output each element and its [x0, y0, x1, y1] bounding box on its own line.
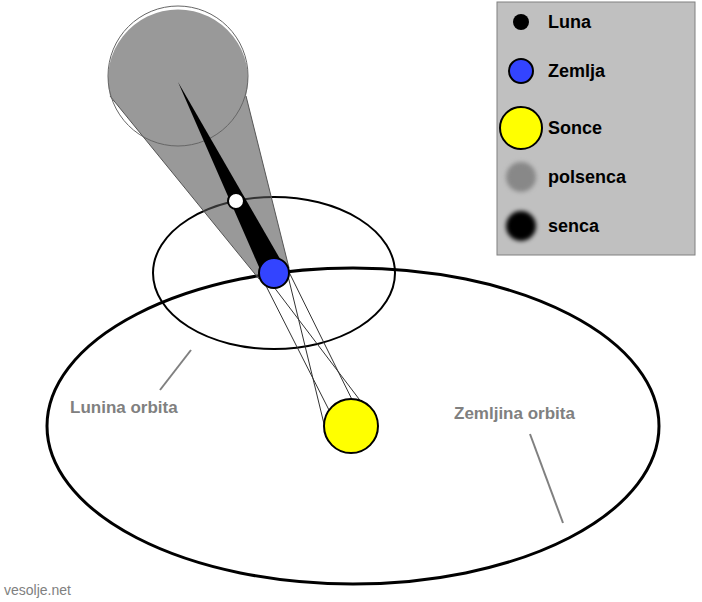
legend-text: Zemlja: [548, 61, 605, 82]
moon: [228, 193, 244, 209]
legend-swatch: [499, 106, 543, 150]
orbit-label: Zemljina orbita: [454, 404, 575, 424]
leader-line: [160, 350, 191, 390]
legend-swatch: [508, 58, 534, 84]
legend-text: Luna: [548, 12, 591, 33]
legend-swatch: [513, 14, 529, 30]
legend-text: senca: [548, 216, 599, 237]
sun: [324, 399, 378, 453]
legend-text: polsenca: [548, 167, 626, 188]
earth-orbit: [47, 268, 659, 584]
legend-swatch: [506, 211, 536, 241]
legend-panel: [497, 2, 695, 255]
orbit-label: Lunina orbita: [70, 398, 178, 418]
legend-swatch: [506, 162, 536, 192]
watermark: vesolje.net: [4, 582, 71, 598]
umbra: [178, 82, 283, 283]
leader-line: [530, 434, 563, 523]
penumbra-disc: [108, 6, 248, 146]
earth: [259, 258, 289, 288]
legend-text: Sonce: [548, 118, 602, 139]
